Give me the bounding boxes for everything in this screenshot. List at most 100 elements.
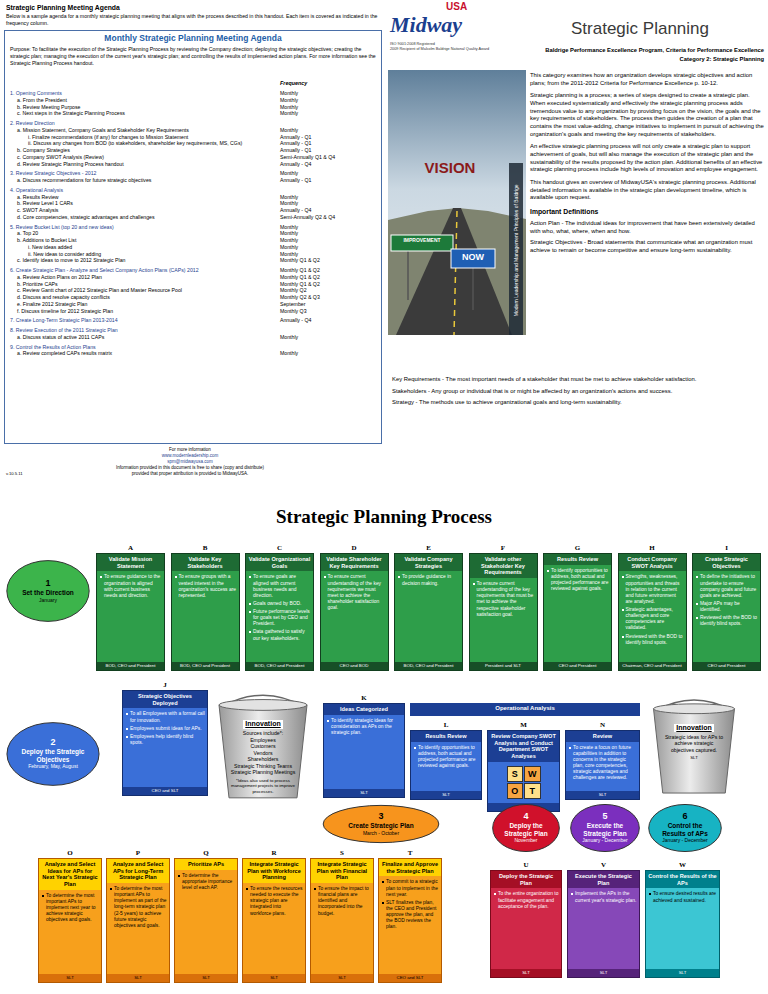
bullet-text: To determine the most important APs to i… — [109, 886, 167, 929]
step-letter: U — [491, 861, 561, 869]
agenda-item: c. SWOT Analysis — [17, 207, 260, 214]
box-heading: Prioritize APs — [175, 859, 237, 870]
agenda-frequency: Monthly Q1 & Q2 — [280, 257, 380, 264]
agenda-row: b. Review Meeting PurposeMonthly — [10, 104, 380, 111]
bullet-text: Strategic advantages, challenges and cor… — [621, 607, 684, 632]
bullet-text: To ensure the impact to financial plans … — [313, 886, 371, 917]
agenda-row: 3. Review Strategic Objectives - 2012Mon… — [10, 170, 380, 177]
process-box: FValidate other Stakeholder Key Requirem… — [469, 553, 538, 671]
box-body: To determine the appropriate importance … — [175, 870, 237, 974]
agenda-item: 5. Review Bucket List (top 20 and new id… — [10, 224, 260, 231]
bullet-text: Implement the APs in the current year's … — [570, 891, 637, 903]
agenda-row: c. Company SWOT Analysis (Review)Semi-An… — [10, 154, 380, 161]
step-number: 6 — [658, 812, 713, 822]
agenda-frequency: Monthly — [280, 230, 380, 237]
agenda-frequency: Monthly Q1 & Q2 — [280, 267, 380, 274]
agenda-item: i. New ideas added — [28, 244, 260, 251]
step-months: February, May, August — [18, 763, 88, 769]
step-number: 1 — [17, 579, 79, 589]
agenda-frequency: Monthly — [280, 200, 380, 207]
bullet-text: To provide guidance in decision making. — [397, 574, 460, 586]
box-heading: Validate other Stakeholder Key Requireme… — [470, 554, 537, 578]
box-heading: Analyze and Select APs for Long-Term Str… — [107, 859, 169, 883]
step-ellipse: 1Set the DirectionJanuary — [6, 560, 90, 622]
step-letter: B — [172, 544, 239, 552]
bullet-text: To the entire organization to facilitate… — [493, 891, 559, 909]
bullet-text: To create a focus on future capabilities… — [568, 745, 637, 782]
logo-word: Midway — [390, 11, 480, 40]
role-bar: SLT — [107, 974, 169, 982]
agenda-frequency: Monthly — [280, 127, 380, 134]
subtitle: Category 2: Strategic Planning — [496, 56, 764, 64]
innovation-bucket: InnovationStrategic ideas for APs to ach… — [648, 697, 740, 795]
agenda-frequency: Annually - Q4 — [280, 317, 380, 324]
bullet-text: Employees help identify blind spots. — [125, 734, 205, 746]
agenda-item: 9. Control the Results of Action Plans — [10, 344, 260, 351]
role-bar: SLT — [324, 789, 404, 797]
agenda-row: d. Review Strategic Planning Process han… — [10, 161, 380, 168]
role-bar: CEO and President — [544, 662, 611, 670]
box-heading: Review — [566, 731, 639, 742]
step-letter: W — [646, 861, 719, 869]
agenda-frequency: Semi-Annually Q1 & Q4 — [280, 154, 380, 161]
bullet-text: Reviewed with the BOD to identify blind … — [695, 615, 758, 627]
swot-grid: SWOT — [507, 766, 541, 799]
agenda-row: c. Next steps in the Strategic Planning … — [10, 110, 380, 117]
agenda-row: a. Mission Statement, Company Goals and … — [10, 127, 380, 134]
step-title: Deploy the Strategic Plan — [501, 822, 551, 837]
bucket-note: SLT — [664, 755, 725, 761]
role-bar: BOD, CEO and President — [172, 662, 239, 670]
agenda-frequency: Monthly — [280, 251, 380, 258]
agenda-row: a. Discuss status of active 2011 CAPsMon… — [10, 334, 380, 341]
role-bar: SLT — [491, 969, 561, 977]
band-title: Operational Analysis — [412, 705, 638, 712]
bullet-text: To ensure current understanding of the k… — [323, 574, 386, 611]
role-bar: SLT — [175, 974, 237, 982]
logo-note: 2009 Recipient of Malcolm Baldrige Natio… — [390, 47, 520, 52]
step-ellipse: 5Execute the Strategic PlanJanuary - Dec… — [570, 804, 640, 852]
step-number: 3 — [337, 812, 424, 822]
paragraph: Key Requirements - The most important ne… — [392, 376, 764, 384]
agenda-item: ii. New ideas to consider adding — [28, 251, 260, 258]
process-box: AValidate Mission StatementTo ensure gui… — [96, 553, 165, 671]
footer-note: For more information — [90, 447, 290, 453]
box-heading: Conduct Company SWOT Analysis — [619, 554, 686, 571]
agenda-item: 8. Review Execution of the 2011 Strategi… — [10, 327, 260, 334]
agenda-row: ii. Discuss any changes from BOD (to sta… — [10, 140, 380, 147]
bucket-text: Sources include*: — [230, 730, 296, 737]
agenda-item: b. Additions to Bucket List — [17, 237, 260, 244]
bucket-text: Vendors — [230, 750, 296, 757]
agenda-frequency: Monthly — [280, 104, 380, 111]
agenda-frequency: Monthly Q3 — [280, 308, 380, 315]
bullet-text: To determine the most important APs to i… — [41, 893, 99, 924]
agenda-intro: Below is a sample agenda for a monthly s… — [6, 13, 380, 27]
agenda-item: d. Review Strategic Planning Process han… — [17, 161, 260, 168]
bucket-heading: Innovation — [674, 724, 713, 732]
agenda-row: a. From the PresidentMonthly — [10, 97, 380, 104]
column-header: Frequency — [280, 80, 370, 87]
step-months: January - December — [658, 837, 713, 843]
table-title: Monthly Strategic Planning Meeting Agend… — [40, 33, 346, 44]
agenda-frequency: Monthly — [280, 170, 380, 177]
process-box: LResults ReviewTo identify opportunities… — [410, 730, 482, 800]
step-letter: O — [39, 849, 101, 857]
role-bar: SLT — [311, 974, 373, 982]
paragraph: This category examines how an organizati… — [530, 72, 764, 87]
agenda-row: 9. Control the Results of Action Plans — [10, 344, 380, 351]
agenda-row: c. Review Gantt chart of 2012 Strategic … — [10, 287, 380, 294]
box-body: Strengths, weaknesses, opportunities and… — [619, 571, 686, 661]
paragraph: Action Plan - The individual ideas for i… — [530, 220, 764, 235]
agenda-item: a. Review completed CAPs results matrix — [17, 350, 260, 357]
vertical-caption: Modern Leadership and Management Princip… — [513, 165, 520, 335]
step-letter: C — [246, 544, 313, 552]
agenda-row: d. Core competencies, strategic advantag… — [10, 214, 380, 221]
step-letter: N — [566, 721, 639, 729]
agenda-row: a. Review Action Plans on 2012 PlanMonth… — [10, 274, 380, 281]
swot-cell: W — [524, 766, 541, 782]
bucket-text: Shareholders — [230, 756, 296, 763]
step-title: Execute the Strategic Plan — [579, 822, 631, 837]
footer-note: provided that proper attribution is prov… — [40, 471, 340, 477]
bucket-note: *Ideas also used to process management p… — [230, 778, 296, 795]
step-title: Deploy the Strategic Objectives — [18, 748, 88, 763]
process-box: VExecute the Strategic PlanImplement the… — [567, 870, 640, 978]
